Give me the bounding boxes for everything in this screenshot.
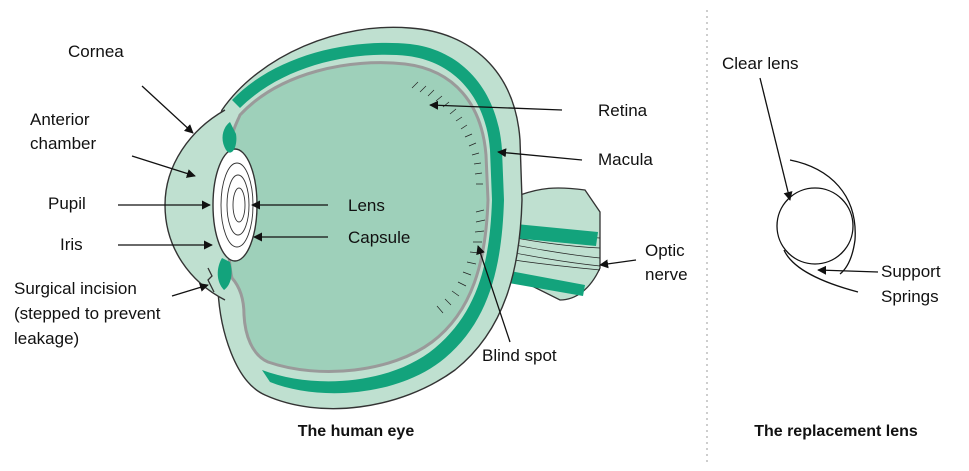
label-incision-line1: Surgical incision xyxy=(14,279,137,298)
label-anterior-chamber-line2: chamber xyxy=(30,134,96,153)
label-macula: Macula xyxy=(598,150,653,169)
label-incision-line2: (stepped to prevent xyxy=(14,304,161,323)
label-blind-spot: Blind spot xyxy=(482,346,557,365)
optic-nerve-arrow xyxy=(600,260,636,265)
eye-illustration: Cornea Anterior chamber Pupil Iris Surgi… xyxy=(14,27,688,440)
cornea-arrow xyxy=(142,86,193,133)
label-optic-line1: Optic xyxy=(645,241,685,260)
support-springs-arrow xyxy=(818,270,878,272)
clear-lens xyxy=(777,188,853,264)
label-iris: Iris xyxy=(60,235,83,254)
vitreous-body xyxy=(228,63,489,372)
label-optic-line2: nerve xyxy=(645,265,688,284)
replacement-lens-illustration: Clear lens Support Springs The replaceme… xyxy=(722,54,941,440)
label-support-line2: Springs xyxy=(881,287,939,306)
incision-arrow xyxy=(172,285,208,296)
label-retina: Retina xyxy=(598,101,648,120)
label-clear-lens: Clear lens xyxy=(722,54,799,73)
label-lens: Lens xyxy=(348,196,385,215)
label-pupil: Pupil xyxy=(48,194,86,213)
label-support-line1: Support xyxy=(881,262,941,281)
clear-lens-arrow xyxy=(760,78,790,200)
label-anterior-chamber-line1: Anterior xyxy=(30,110,90,129)
label-cornea: Cornea xyxy=(68,42,124,61)
replacement-caption: The replacement lens xyxy=(754,423,918,440)
label-capsule: Capsule xyxy=(348,228,410,247)
label-incision-line3: leakage) xyxy=(14,329,79,348)
lens xyxy=(213,149,257,261)
eye-caption: The human eye xyxy=(298,423,415,440)
